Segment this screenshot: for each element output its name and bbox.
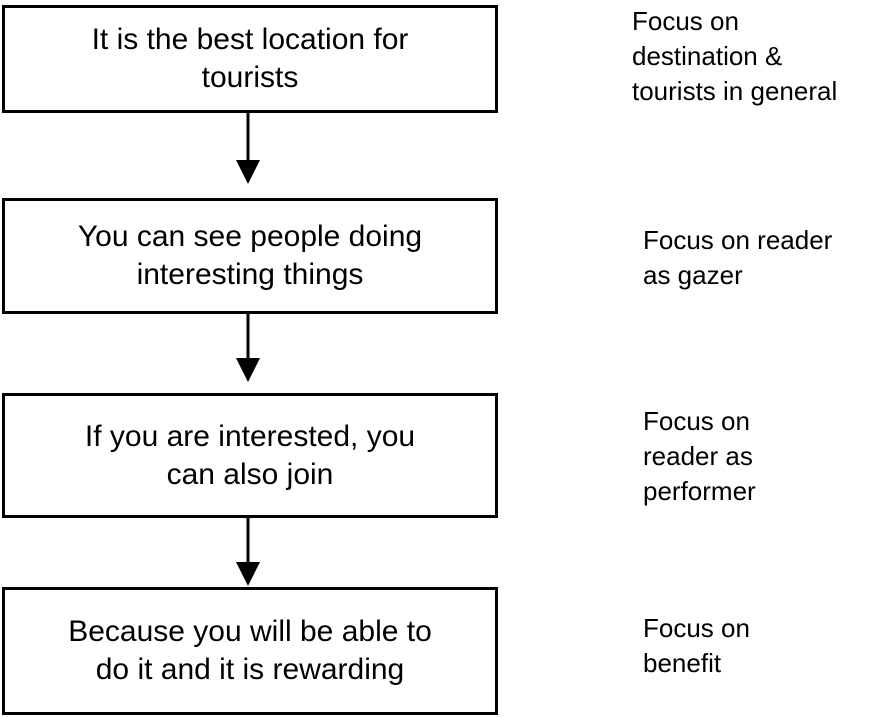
step-text-1: It is the best location for tourists — [91, 23, 409, 94]
step-text-3: If you are interested, you can also join — [84, 419, 416, 491]
focus-note-1: Focus on destination & tourists in gener… — [632, 6, 838, 106]
step-text-2: You can see people doing interesting thi… — [77, 220, 423, 291]
step-box-1: It is the best location for tourists — [2, 5, 498, 113]
step-text-4: Because you will be able to do it and it… — [68, 615, 432, 686]
arrow-3-to-4 — [236, 516, 260, 586]
arrow-2-to-3 — [236, 312, 260, 382]
focus-note-4: Focus on benefit — [643, 613, 750, 678]
step-box-3: If you are interested, you can also join — [2, 393, 498, 518]
step-box-4: Because you will be able to do it and it… — [2, 587, 498, 715]
step-box-2: You can see people doing interesting thi… — [2, 198, 498, 314]
focus-note-3: Focus on reader as performer — [643, 406, 756, 506]
focus-note-2: Focus on reader as gazer — [643, 225, 833, 290]
arrow-1-to-2 — [236, 111, 260, 184]
